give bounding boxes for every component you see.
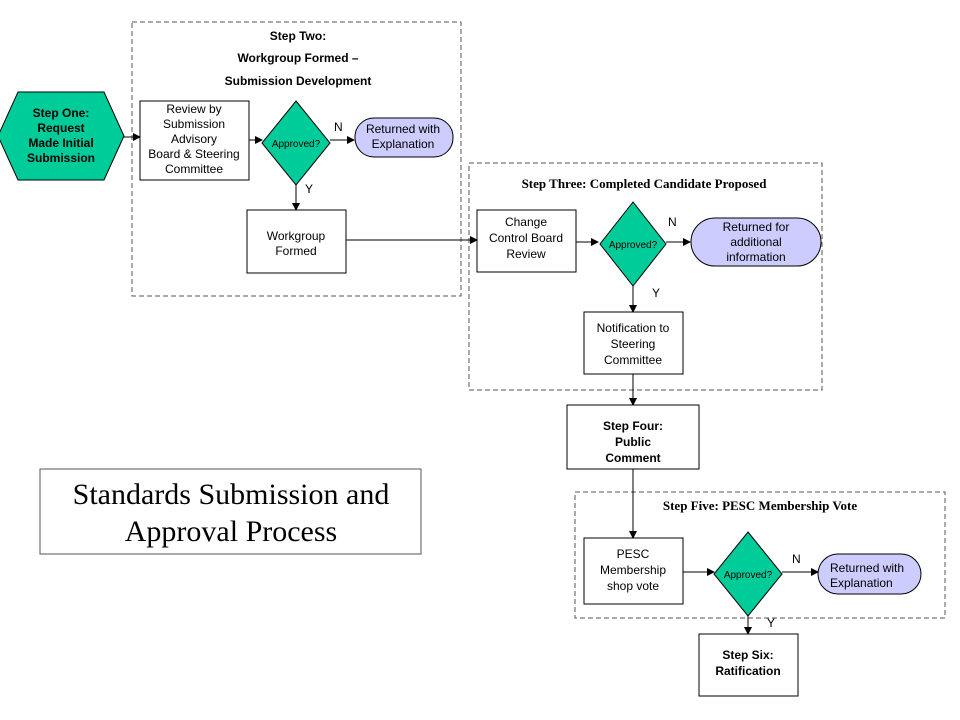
notification-box [583, 311, 684, 375]
step-six-line-2: Ratification [715, 664, 780, 678]
step-four-line-3: Comment [605, 451, 660, 465]
step-one-line-4: Submission [27, 151, 95, 165]
review-box-line-2: Submission [163, 117, 225, 131]
returned-explanation-2-line-1: Returned with [830, 561, 904, 575]
step-one-line-2: Request [37, 121, 84, 135]
change-control-box [476, 209, 577, 273]
decision-1-no-label: N [334, 120, 343, 134]
pesc-vote-line-1: PESC [617, 547, 650, 561]
returned-additional-line-3: information [726, 250, 785, 264]
decision-2-yes-label: Y [652, 286, 660, 300]
step-five-heading: Step Five: PESC Membership Vote [663, 498, 858, 513]
step-two-heading-line-2: Workgroup Formed – [237, 51, 358, 65]
step-one-hexagon [0, 91, 125, 181]
pesc-vote-line-3: shop vote [607, 579, 659, 593]
returned-explanation-2-line-2: Explanation [830, 576, 893, 590]
returned-additional-line-2: additional [730, 235, 781, 249]
title-line-2: Approval Process [125, 515, 337, 548]
decision-diamond-1 [261, 100, 331, 186]
returned-explanation-2 [817, 553, 922, 595]
step-two-frame [131, 21, 462, 297]
returned-additional-info [690, 217, 822, 267]
notification-line-3: Committee [604, 353, 662, 367]
review-box-line-4: Board & Steering [148, 147, 239, 161]
review-box-line-1: Review by [166, 102, 221, 116]
change-control-line-1: Change [505, 215, 547, 229]
decision-3-label: Approved? [724, 570, 773, 581]
step-four-line-2: Public [615, 435, 651, 449]
review-box [139, 100, 250, 181]
decision-diamond-2 [599, 201, 667, 287]
step-six-box [698, 633, 799, 697]
step-three-frame [468, 162, 823, 391]
step-four-line-1: Step Four: [603, 419, 663, 433]
step-one-line-1: Step One: [33, 106, 90, 120]
decision-1-label: Approved? [272, 139, 321, 150]
pesc-vote-box [583, 537, 684, 605]
decision-1-yes-label: Y [305, 182, 313, 196]
review-box-line-3: Advisory [171, 132, 217, 146]
decision-3-yes-label: Y [767, 616, 775, 630]
decision-3-no-label: N [792, 552, 801, 566]
change-control-line-2: Control Board [489, 231, 563, 245]
review-box-line-5: Committee [165, 162, 223, 176]
workgroup-box [246, 209, 347, 274]
decision-2-label: Approved? [609, 240, 658, 251]
notification-line-1: Notification to [597, 321, 670, 335]
returned-explanation-1-line-2: Explanation [372, 137, 435, 151]
workgroup-box-line-1: Workgroup [267, 229, 326, 243]
title-line-1: Standards Submission and [73, 478, 390, 511]
step-two-heading-line-1: Step Two: [270, 29, 326, 43]
decision-diamond-3 [713, 531, 783, 617]
returned-explanation-1-line-1: Returned with [366, 122, 440, 136]
workgroup-box-line-2: Formed [275, 244, 316, 258]
step-four-box [566, 404, 700, 470]
returned-additional-line-1: Returned for [723, 220, 790, 234]
decision-2-no-label: N [668, 215, 677, 229]
title-box [39, 468, 422, 555]
step-five-frame [574, 491, 946, 619]
step-six-line-1: Step Six: [722, 648, 773, 662]
step-two-heading-line-3: Submission Development [225, 74, 372, 88]
step-one-line-3: Made Initial [28, 136, 93, 150]
returned-explanation-1 [354, 117, 454, 158]
notification-line-2: Steering [611, 337, 656, 351]
change-control-line-3: Review [506, 247, 546, 261]
pesc-vote-line-2: Membership [600, 563, 666, 577]
step-three-heading: Step Three: Completed Candidate Proposed [522, 176, 768, 191]
